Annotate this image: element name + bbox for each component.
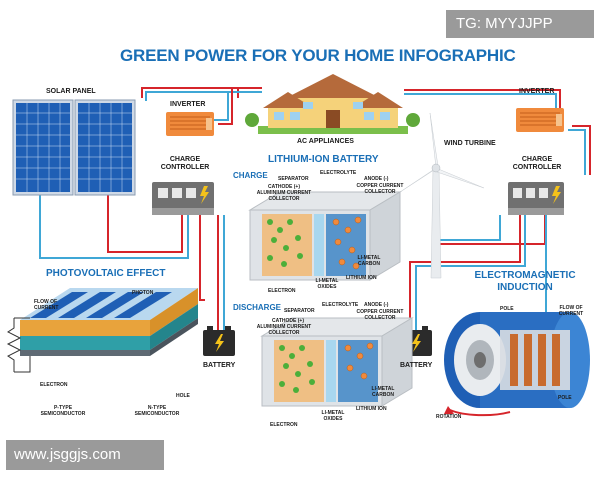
wiring <box>39 87 591 330</box>
lithium-ion-battery-heading: LITHIUM-ION BATTERY <box>268 154 379 165</box>
discharge-copper-label: COPPER CURRENT COLLECTOR <box>356 309 404 321</box>
battery-right-label: BATTERY <box>400 362 433 369</box>
em-pole-bottom-label: POLE <box>558 395 572 401</box>
em-rotation-label: ROTATION <box>436 414 462 420</box>
charge-copper-label: COPPER CURRENT COLLECTOR <box>356 183 404 195</box>
pv-p-type-label: P-TYPE SEMICONDUCTOR <box>40 405 86 417</box>
electromagnetic-induction-heading: ELECTROMAGNETIC INDUCTION <box>474 270 576 293</box>
pv-hole-label: HOLE <box>176 393 190 399</box>
battery-left-label: BATTERY <box>203 362 236 369</box>
charge-controller-left-icon <box>152 182 214 215</box>
charge-controller-left-label: CHARGE CONTROLLER <box>160 156 210 171</box>
generator-icon <box>444 312 590 417</box>
charge-li-metal-oxides-label: LI-METAL OXIDES <box>315 278 339 290</box>
wind-turbine-label: WIND TURBINE <box>444 140 496 147</box>
battery-left-icon <box>203 326 235 356</box>
watermark-bottom: www.jsggjs.com <box>6 440 164 470</box>
charge-anode-label: ANODE (-) <box>364 176 389 182</box>
inverter-right-label: INVERTER <box>519 88 555 95</box>
discharge-cathode-label: CATHODE (+) <box>272 318 304 324</box>
solar-panel-label: SOLAR PANEL <box>46 88 96 95</box>
discharge-aluminium-label: ALUMINIUM CURRENT COLLECTOR <box>256 324 312 336</box>
em-flow-of-current-label: FLOW OF CURRENT <box>558 305 584 317</box>
charge-separator-label: SEPARATOR <box>278 176 309 182</box>
discharge-lithium-ion-label: LITHIUM ION <box>356 406 387 412</box>
watermark-top: TG: MYYJJPP <box>446 10 594 38</box>
ac-appliances-label: AC APPLIANCES <box>297 138 354 145</box>
charge-lithium-ion-label: LITHIUM ION <box>346 275 377 281</box>
inverter-left-icon <box>166 112 214 136</box>
pv-flow-of-current-label: FLOW OF CURRENT <box>34 299 59 311</box>
charge-electron-label: ELECTRON <box>268 288 296 294</box>
pv-photon-label: PHOTON <box>132 290 154 296</box>
discharge-li-metal-oxides-label: LI-METAL OXIDES <box>321 410 345 422</box>
inverter-right-icon <box>516 108 564 132</box>
wind-turbine-icon <box>393 112 485 279</box>
solar-panel-left <box>12 99 74 196</box>
page-title: GREEN POWER FOR YOUR HOME INFOGRAPHIC <box>120 46 516 65</box>
em-pole-top-label: POLE <box>500 306 514 312</box>
charge-cathode-label: CATHODE (+) <box>268 184 300 190</box>
photovoltaic-effect-heading: PHOTOVOLTAIC EFFECT <box>46 268 166 279</box>
charge-aluminium-label: ALUMINIUM CURRENT COLLECTOR <box>256 190 312 202</box>
charge-label: CHARGE <box>233 171 268 180</box>
house-icon <box>245 74 420 134</box>
discharge-electrolyte-label: ELECTROLYTE <box>322 302 359 308</box>
li-ion-discharge-cell <box>260 317 414 407</box>
charge-controller-right-label: CHARGE CONTROLLER <box>512 156 562 171</box>
photovoltaic-cell <box>6 288 198 373</box>
discharge-electron-label: ELECTRON <box>270 422 298 428</box>
discharge-li-metal-carbon-label: LI-METAL CARBON <box>371 386 395 398</box>
solar-panel-right <box>74 99 136 196</box>
pv-n-type-label: N-TYPE SEMICONDUCTOR <box>134 405 180 417</box>
discharge-anode-label: ANODE (-) <box>364 302 389 308</box>
discharge-label: DISCHARGE <box>233 303 282 312</box>
inverter-left-label: INVERTER <box>170 101 206 108</box>
li-ion-charge-cell <box>248 191 402 281</box>
pv-electron-label: ELECTRON <box>40 382 68 388</box>
discharge-separator-label: SEPARATOR <box>284 308 315 314</box>
charge-controller-right-icon <box>508 182 564 215</box>
charge-electrolyte-label: ELECTROLYTE <box>320 170 357 176</box>
charge-li-metal-carbon-label: LI-METAL CARBON <box>357 255 381 267</box>
